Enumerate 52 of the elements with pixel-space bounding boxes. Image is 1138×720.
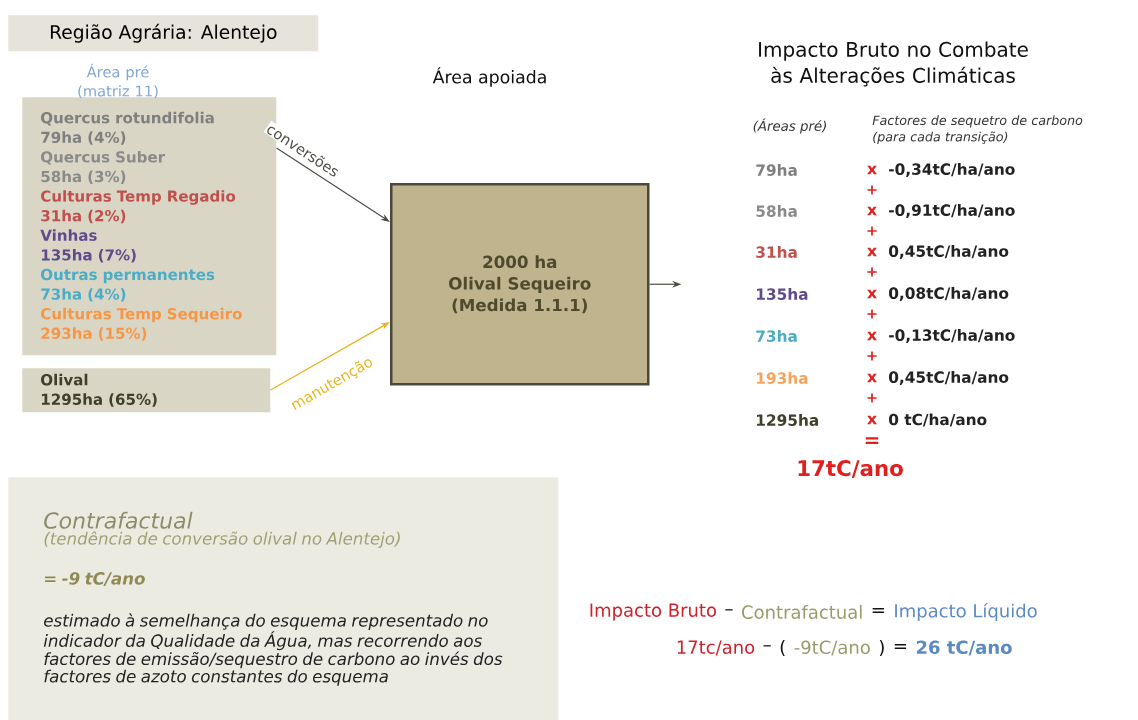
area-value: 1295ha [757, 414, 818, 426]
plus-sign: + [867, 185, 877, 195]
operator-sign: = [872, 607, 884, 613]
factor-value: 0 tC/ha/ano [889, 413, 987, 427]
operator-sign: = [894, 643, 907, 649]
process-box: 2000 ha Olival Sequeiro (Medida 1.1.1) [390, 183, 650, 386]
formula-value: 26 tC/ano [916, 640, 1012, 656]
multiply-sign: x [867, 165, 877, 175]
multiply-sign: x [867, 415, 877, 425]
column-header: Factores de sequetro de carbono (para cada transição) [872, 115, 1083, 144]
factor-value: -0,34tC/ha/ano [889, 163, 1015, 177]
multiply-sign: x [867, 373, 877, 383]
factor-value: 0,45tC/ha/ano [889, 245, 1009, 259]
operator-sign: – [763, 645, 771, 647]
column-header: (Áreas pré) [753, 118, 826, 134]
area-value: 79ha [756, 164, 797, 176]
area-value: 193ha [757, 372, 808, 384]
formula-value: -9tC/ano [794, 640, 870, 656]
formula-value: 17tc/ano [677, 640, 755, 656]
arrow [269, 322, 390, 391]
plus-sign: + [867, 393, 877, 403]
multiply-sign: x [867, 289, 877, 299]
multiply-sign: x [867, 331, 877, 341]
note-box: Contrafactual (tendência de conversão olival no Alentejo) = -9 tC/ano estimado à semelhança do esquema representado no indicador da Qualidade da Água, mas recorrendo aos factores de emissão/sequestro de carbono ao invés dos factores de azoto constantes do esquema [8, 477, 559, 720]
formula-term: Impacto Líquido [895, 602, 1037, 622]
area-value: 58ha [756, 205, 797, 217]
factor-value: -0,91tC/ha/ano [889, 204, 1015, 218]
factor-value: 0,45tC/ha/ano [889, 371, 1009, 385]
parenthesis: ( [780, 640, 785, 656]
plus-sign: + [867, 351, 877, 361]
plus-sign: + [867, 226, 877, 236]
operator-sign: – [725, 609, 733, 611]
multiply-sign: x [867, 247, 877, 257]
area-value: 73ha [756, 330, 797, 342]
region-band: Região Agrária: Alentejo [8, 15, 319, 52]
arrow [275, 147, 390, 222]
area-value: 31ha [756, 246, 797, 258]
factor-value: -0,13tC/ha/ano [889, 329, 1015, 343]
result-value: 17tC/ano [798, 460, 903, 478]
multiply-sign: x [867, 206, 877, 216]
heading: Área apoiada [432, 67, 546, 87]
factor-value: 0,08tC/ha/ano [889, 287, 1009, 301]
plus-sign: + [867, 309, 877, 319]
heading: Impacto Bruto no Combate às Alterações Climáticas [759, 41, 1028, 87]
plus-sign: + [867, 267, 877, 277]
column-header: Área pré (matriz 11) [78, 63, 158, 99]
equals-sign: = [865, 437, 879, 444]
formula-term: Impacto Bruto [590, 603, 716, 621]
formula-term: Contrafactual [742, 605, 862, 619]
land-use-box: Olival 1295ha (65%) [22, 368, 271, 413]
area-value: 135ha [757, 288, 808, 300]
parenthesis: ) [879, 640, 884, 656]
